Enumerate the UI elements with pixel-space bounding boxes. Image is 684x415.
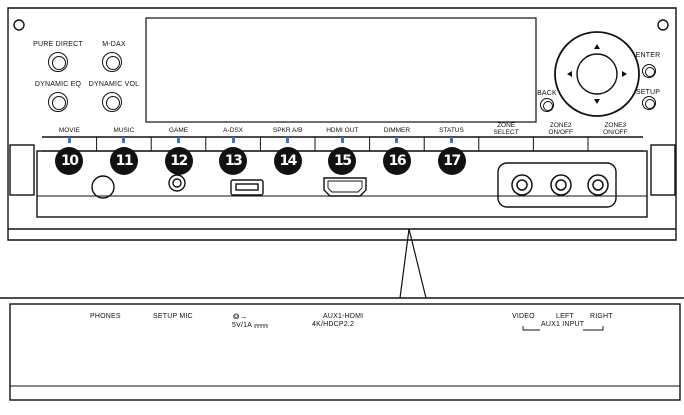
button-label-dimmer: DIMMER — [383, 127, 411, 134]
hdcp-label: 4K/HDCP2.2 — [312, 321, 355, 328]
callout-number: 12 — [164, 147, 193, 175]
button-label-zone-select: ZONE SELECT — [493, 122, 519, 136]
usb-icon: ⭗→ — [233, 312, 248, 321]
aux-hdmi-label: AUX1-HDMI — [323, 313, 364, 320]
indicator-led — [231, 137, 235, 143]
callout-number: 14 — [273, 147, 302, 175]
back-label: BACK — [537, 90, 557, 97]
button-label-spkr-a-b: SPKR A/B — [272, 127, 303, 134]
video-label: VIDEO — [512, 313, 535, 320]
callout-number: 17 — [437, 147, 466, 175]
usb-spec-label: 5V/1A — [232, 322, 253, 329]
indicator-led — [122, 137, 126, 143]
button-label-movie: MOVIE — [58, 127, 80, 134]
indicator-led — [286, 137, 290, 143]
callout-number: 15 — [328, 147, 357, 175]
pure-direct-label: PURE DIRECT — [33, 41, 83, 48]
setup-button[interactable] — [642, 96, 656, 110]
pure-direct-button[interactable] — [48, 52, 68, 72]
zone3-on-off-button[interactable] — [588, 138, 643, 151]
back-button[interactable] — [540, 98, 554, 112]
dynamic-eq-button[interactable] — [48, 92, 68, 112]
button-label-hdmi-out: HDMI OUT — [326, 127, 359, 134]
button-label-zone3-on-off: ZONE3 ON/OFF — [603, 122, 628, 136]
aux-input-label: AUX1 INPUT — [541, 321, 585, 328]
indicator-led — [450, 137, 453, 143]
indicator-led — [340, 137, 344, 143]
button-label-music: MUSIC — [113, 127, 135, 134]
button-label-a-dsx: A-DSX — [223, 127, 244, 134]
phones-label: PHONES — [90, 313, 121, 320]
indicator-led — [395, 137, 399, 143]
setup-label: SETUP — [635, 89, 661, 96]
indicator-led — [177, 137, 180, 143]
right-label: RIGHT — [590, 313, 613, 320]
setup-mic-label: SETUP MIC — [153, 313, 193, 320]
callout-number: 10 — [55, 147, 84, 175]
dynamic-eq-label: DYNAMIC EQ — [34, 81, 82, 88]
button-label-status: STATUS — [439, 127, 464, 134]
zone-select-button[interactable] — [479, 138, 534, 151]
callout-number: 13 — [219, 147, 248, 175]
callout-number: 16 — [382, 147, 411, 175]
enter-button[interactable] — [642, 64, 656, 78]
zone2-on-off-button[interactable] — [533, 138, 588, 151]
indicator-led — [67, 137, 71, 143]
button-label-zone2-on-off: ZONE2 ON/OFF — [548, 122, 573, 136]
dynamic-vol-label: DYNAMIC VOL — [88, 81, 140, 88]
m-dax-label: M-DAX — [102, 41, 126, 48]
left-label: LEFT — [556, 313, 574, 320]
m-dax-button[interactable] — [102, 52, 122, 72]
button-label-game: GAME — [168, 127, 189, 134]
callout-number: 11 — [109, 147, 138, 175]
dynamic-vol-button[interactable] — [102, 92, 122, 112]
enter-label: ENTER — [635, 52, 661, 59]
